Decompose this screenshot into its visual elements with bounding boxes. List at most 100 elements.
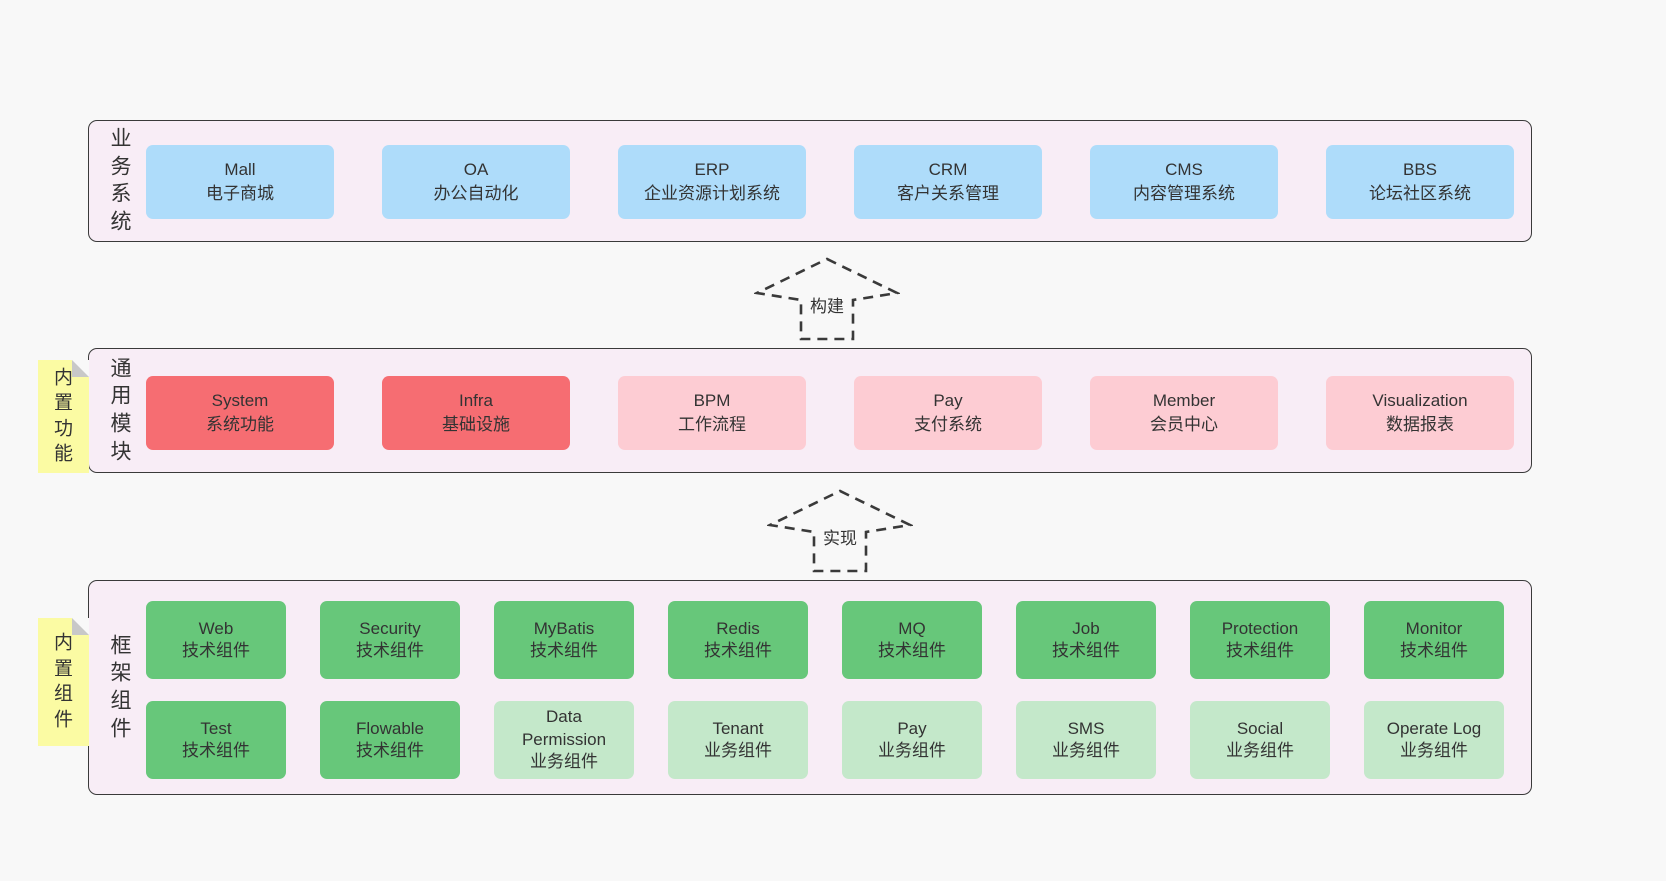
box-mq: MQ 技术组件 <box>842 601 982 679</box>
box-data-permission-name: Data Permission <box>521 707 607 749</box>
box-cms-subtitle: 内容管理系统 <box>1133 184 1235 203</box>
box-flowable: Flowable 技术组件 <box>320 701 460 779</box>
up-arrow-icon <box>754 257 900 341</box>
box-web: Web 技术组件 <box>146 601 286 679</box>
box-redis-subtitle: 技术组件 <box>704 641 772 660</box>
box-sms: SMS 业务组件 <box>1016 701 1156 779</box>
box-flowable-subtitle: 技术组件 <box>356 741 424 760</box>
box-pay-component-name: Pay <box>897 718 927 738</box>
sticky-note-builtin-features: 内置功能 <box>38 360 89 473</box>
band-business-systems: 业务系统 Mall 电子商城 OA 办公自动化 ERP 企业资源计划系统 CRM… <box>88 120 1532 242</box>
business-boxes-row: Mall 电子商城 OA 办公自动化 ERP 企业资源计划系统 CRM 客户关系… <box>146 145 1514 219</box>
box-pay-component: Pay 业务组件 <box>842 701 982 779</box>
box-bpm-subtitle: 工作流程 <box>678 415 746 434</box>
box-data-permission-subtitle: 业务组件 <box>530 752 598 772</box>
box-web-name: Web <box>198 618 234 638</box>
box-web-subtitle: 技术组件 <box>182 641 250 660</box>
box-operate-log-name: Operate Log <box>1386 718 1482 738</box>
box-protection: Protection 技术组件 <box>1190 601 1330 679</box>
box-cms: CMS 内容管理系统 <box>1090 145 1278 219</box>
box-bpm: BPM 工作流程 <box>618 376 806 450</box>
box-crm-subtitle: 客户关系管理 <box>897 184 999 203</box>
box-pay-module-name: Pay <box>933 391 963 411</box>
box-erp: ERP 企业资源计划系统 <box>618 145 806 219</box>
box-erp-subtitle: 企业资源计划系统 <box>644 184 780 203</box>
box-security-subtitle: 技术组件 <box>356 641 424 660</box>
arrow-implement-label: 实现 <box>820 524 860 549</box>
box-bbs-name: BBS <box>1402 160 1438 180</box>
band-label-business-systems: 业务系统 <box>110 127 132 234</box>
modules-boxes-row: System 系统功能 Infra 基础设施 BPM 工作流程 Pay 支付系统… <box>146 376 1514 450</box>
box-crm: CRM 客户关系管理 <box>854 145 1042 219</box>
box-bbs-subtitle: 论坛社区系统 <box>1369 184 1471 203</box>
box-tenant-subtitle: 业务组件 <box>704 741 772 760</box>
box-tenant: Tenant 业务组件 <box>668 701 808 779</box>
box-sms-name: SMS <box>1067 718 1105 738</box>
box-system: System 系统功能 <box>146 376 334 450</box>
band-common-modules: 通用模块 System 系统功能 Infra 基础设施 BPM 工作流程 Pay… <box>88 348 1532 473</box>
box-operate-log: Operate Log 业务组件 <box>1364 701 1504 779</box>
arrow-build: 构建 <box>754 256 900 342</box>
box-data-permission: Data Permission 业务组件 <box>494 701 634 779</box>
box-cms-name: CMS <box>1165 160 1203 180</box>
box-member-name: Member <box>1152 391 1216 411</box>
box-mall: Mall 电子商城 <box>146 145 334 219</box>
box-system-subtitle: 系统功能 <box>206 415 274 434</box>
box-monitor: Monitor 技术组件 <box>1364 601 1504 679</box>
box-social: Social 业务组件 <box>1190 701 1330 779</box>
box-bpm-name: BPM <box>693 391 731 411</box>
box-protection-name: Protection <box>1221 618 1299 638</box>
box-tenant-name: Tenant <box>712 718 764 738</box>
box-test: Test 技术组件 <box>146 701 286 779</box>
box-oa-name: OA <box>463 160 489 180</box>
box-member: Member 会员中心 <box>1090 376 1278 450</box>
box-mybatis: MyBatis 技术组件 <box>494 601 634 679</box>
box-mybatis-name: MyBatis <box>533 618 595 638</box>
box-infra-subtitle: 基础设施 <box>442 415 510 434</box>
components-row-1: Web 技术组件 Security 技术组件 MyBatis 技术组件 Redi… <box>146 601 1504 679</box>
box-system-name: System <box>211 391 269 411</box>
arrow-implement: 实现 <box>767 488 913 574</box>
box-member-subtitle: 会员中心 <box>1150 415 1218 434</box>
box-job-name: Job <box>1072 618 1100 638</box>
box-bbs: BBS 论坛社区系统 <box>1326 145 1514 219</box>
box-mq-subtitle: 技术组件 <box>878 641 946 660</box>
box-protection-subtitle: 技术组件 <box>1226 641 1294 660</box>
box-oa-subtitle: 办公自动化 <box>433 184 519 203</box>
box-redis: Redis 技术组件 <box>668 601 808 679</box>
box-test-subtitle: 技术组件 <box>182 741 250 760</box>
box-infra-name: Infra <box>458 391 494 411</box>
box-infra: Infra 基础设施 <box>382 376 570 450</box>
box-crm-name: CRM <box>928 160 968 180</box>
box-job-subtitle: 技术组件 <box>1052 641 1120 660</box>
box-oa: OA 办公自动化 <box>382 145 570 219</box>
box-pay-module-subtitle: 支付系统 <box>914 415 982 434</box>
box-operate-log-subtitle: 业务组件 <box>1400 741 1468 760</box>
box-visualization-name: Visualization <box>1372 391 1468 411</box>
box-visualization: Visualization 数据报表 <box>1326 376 1514 450</box>
arrow-build-label: 构建 <box>807 292 847 317</box>
box-visualization-subtitle: 数据报表 <box>1386 415 1454 434</box>
box-monitor-name: Monitor <box>1405 618 1463 638</box>
components-row-2: Test 技术组件 Flowable 技术组件 Data Permission … <box>146 701 1504 779</box>
box-security-name: Security <box>359 618 421 638</box>
box-security: Security 技术组件 <box>320 601 460 679</box>
band-label-framework-components: 框架组件 <box>110 634 132 741</box>
box-mybatis-subtitle: 技术组件 <box>530 641 598 660</box>
box-flowable-name: Flowable <box>355 718 425 738</box>
sticky-builtin-features-label: 内置功能 <box>53 367 73 466</box>
box-pay-component-subtitle: 业务组件 <box>878 741 946 760</box>
sticky-note-builtin-components: 内置组件 <box>38 618 89 746</box>
box-job: Job 技术组件 <box>1016 601 1156 679</box>
box-test-name: Test <box>200 718 232 738</box>
box-mall-subtitle: 电子商城 <box>206 184 274 203</box>
box-social-name: Social <box>1236 718 1284 738</box>
box-social-subtitle: 业务组件 <box>1226 741 1294 760</box>
band-framework-components: 框架组件 Web 技术组件 Security 技术组件 MyBatis 技术组件… <box>88 580 1532 795</box>
box-mall-name: Mall <box>224 160 256 180</box>
band-label-common-modules: 通用模块 <box>110 357 132 464</box>
box-pay-module: Pay 支付系统 <box>854 376 1042 450</box>
box-erp-name: ERP <box>694 160 730 180</box>
box-sms-subtitle: 业务组件 <box>1052 741 1120 760</box>
